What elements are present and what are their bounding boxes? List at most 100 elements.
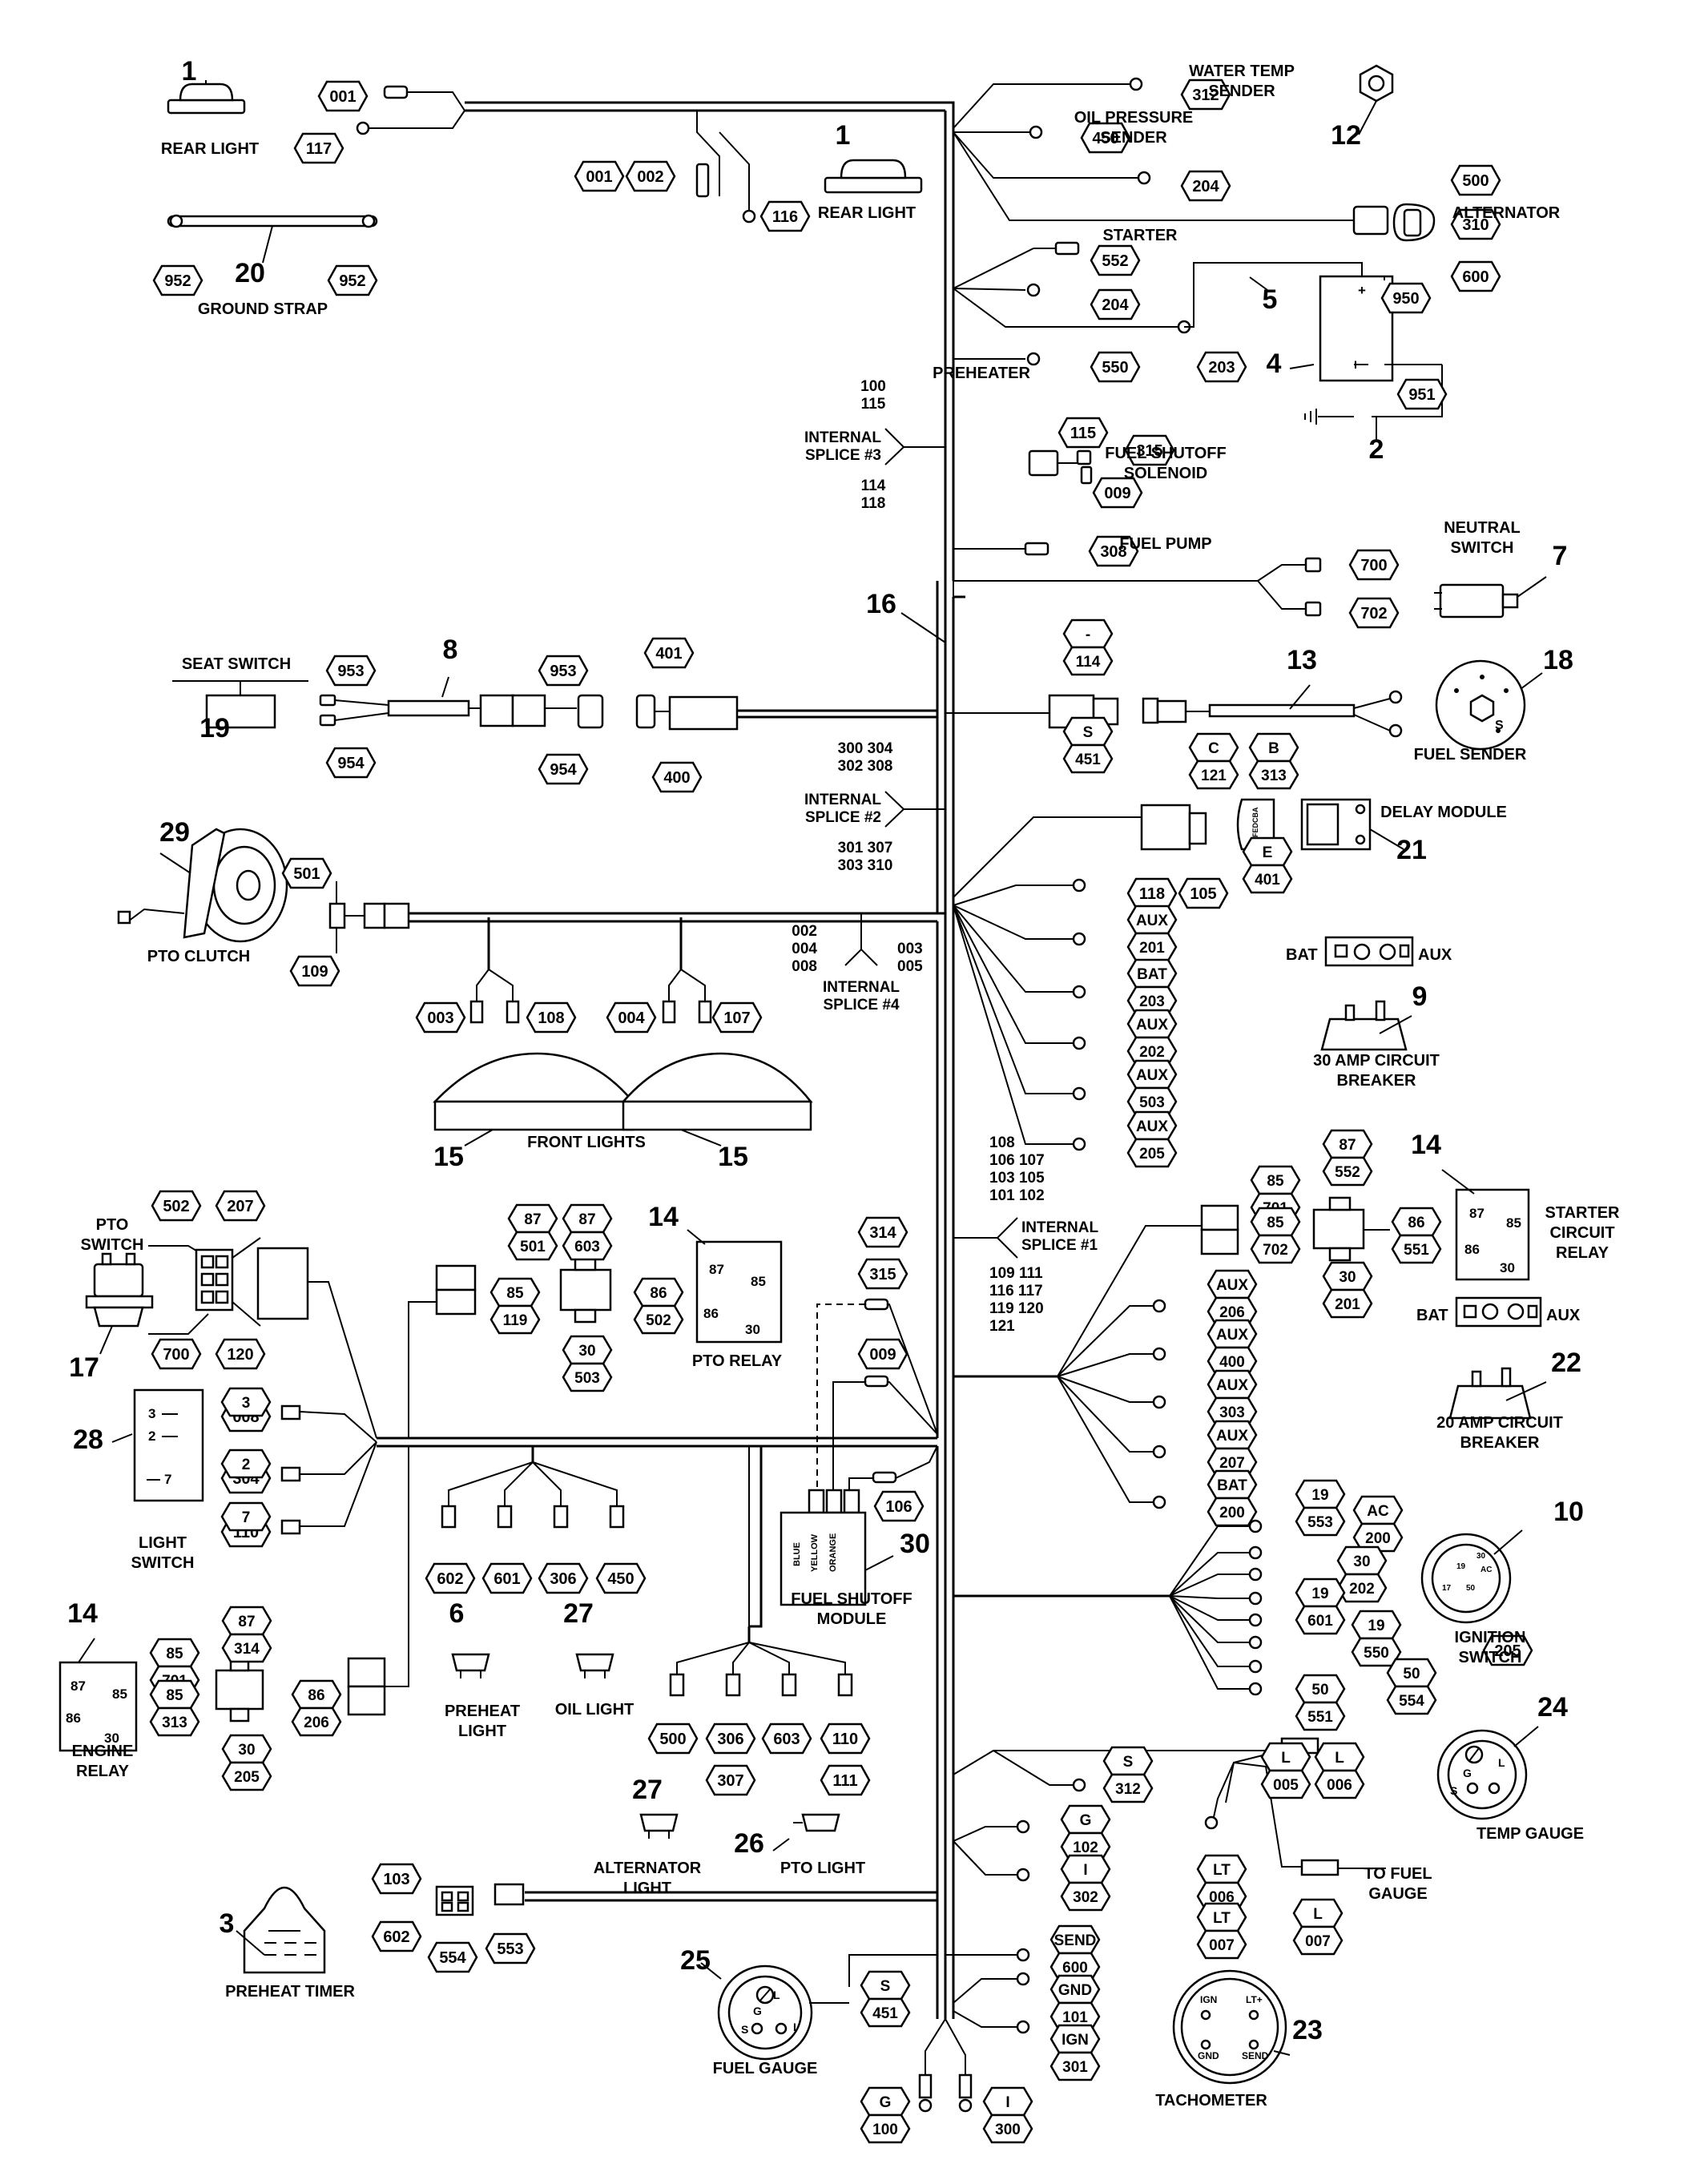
starter-relay-30: 30 — [1500, 1260, 1515, 1275]
sp4-left-0: 002 — [792, 923, 817, 940]
wire-tag: 315 — [857, 1258, 908, 1290]
wire-tag-number: 110 — [832, 1731, 858, 1748]
sp1-bottom-1: 116 117 — [989, 1283, 1043, 1300]
splice-2: 300 304 302 308 INTERNAL SPLICE #2 301 3… — [804, 740, 905, 874]
eng-relay-86: 86 — [66, 1711, 81, 1726]
pto-relay-30: 30 — [745, 1322, 760, 1337]
wire-tag: 009 — [857, 1338, 908, 1370]
wire-tag-number: 450 — [607, 1570, 634, 1588]
sp1-bottom-2: 119 120 — [989, 1300, 1044, 1317]
wire-tag-number: 600 — [1462, 268, 1489, 286]
dual-tag-wire: 401 — [1255, 872, 1280, 889]
wire-tag-outline — [1088, 535, 1139, 567]
sp1-bottom-0: 109 111 — [989, 1265, 1043, 1282]
breaker-20amp: BAT AUX — [1416, 1296, 1581, 1420]
wire-tag-outline — [1180, 170, 1231, 202]
dual-tag-wire: 301 — [1062, 2059, 1088, 2076]
sp1-title1: INTERNAL — [1021, 1219, 1098, 1236]
wire-tag-outline — [705, 1764, 756, 1796]
dual-tag-terminal: C — [1208, 740, 1219, 757]
dual-tag-terminal: AUX — [1216, 1277, 1248, 1294]
wire-tag-outline — [1450, 208, 1501, 240]
fuel-shutoff-solenoid — [1028, 449, 1093, 485]
dual-wire-tag: -114 — [1062, 619, 1114, 676]
dual-tag-terminal: I — [1083, 1862, 1087, 1879]
dual-tag-terminal: AUX — [1136, 1118, 1168, 1135]
sp4-right-1: 005 — [897, 958, 923, 975]
dual-tag-terminal: G — [1080, 1812, 1092, 1829]
c-harness-labels: 16 — [866, 589, 896, 619]
dual-tag-terminal: 87 — [1339, 1137, 1356, 1154]
dual-tag-terminal: S — [880, 1978, 891, 1995]
dual-tag-wire: 313 — [1261, 768, 1287, 784]
c-tachometer-number: 23 — [1292, 2015, 1323, 2045]
wire-tag-number: 009 — [869, 1346, 896, 1364]
wire-tag-outline — [1178, 877, 1229, 909]
dual-tag-wire: 201 — [1335, 1296, 1360, 1313]
c-alt-light-number: 27 — [632, 1775, 663, 1805]
wire-tag-number: 204 — [1192, 178, 1219, 195]
dual-tag-wire: 100 — [872, 2122, 898, 2138]
wire-tag-outline — [1482, 1634, 1533, 1666]
dual-tag-wire: 114 — [1076, 654, 1101, 671]
dual-wire-tag: 2 — [220, 1449, 272, 1479]
battery: + I — [1249, 275, 1443, 441]
wire-tag-outline — [595, 1562, 647, 1594]
c-starter-relay-number: 14 — [1411, 1130, 1441, 1160]
wire-tag-number: 306 — [550, 1570, 576, 1588]
dual-tag-terminal: E — [1263, 844, 1273, 861]
dual-tag-wire: 201 — [1139, 940, 1165, 957]
wire-tag-outline — [1090, 288, 1141, 320]
c-pto-relay-number: 14 — [648, 1202, 679, 1232]
wire-tag: 001 — [317, 80, 369, 112]
dual-tag-terminal: 30 — [1339, 1269, 1356, 1286]
aux-right-fan — [1057, 1299, 1166, 1509]
wire-tag-outline — [215, 1190, 266, 1222]
wire-tag: 553 — [485, 1932, 536, 1964]
c-seat-switch-label: SEAT SWITCH — [182, 655, 291, 673]
wire-tag-number: 450 — [1092, 130, 1118, 147]
wire-tag-outline — [152, 264, 203, 296]
sp1-top-3: 101 102 — [989, 1187, 1045, 1204]
dual-tag-wire: 202 — [1349, 1581, 1375, 1598]
wire-tag-outline — [761, 1723, 812, 1755]
c-cable5-number: 5 — [1263, 284, 1278, 315]
wire-tag-number: 502 — [163, 1198, 189, 1215]
wire-blue: BLUE — [792, 1542, 802, 1566]
fuel-sender-group: S — [945, 659, 1543, 751]
breaker30-aux: AUX — [1418, 946, 1452, 964]
wire-tag-number: 314 — [869, 1224, 896, 1242]
sp1-bottom-3: 121 — [989, 1318, 1015, 1335]
wire-tag-number: 306 — [717, 1731, 743, 1748]
wire-tag-outline — [538, 753, 589, 785]
wire-tag-number: 501 — [293, 865, 320, 883]
dual-tag-wire: 550 — [1364, 1645, 1389, 1662]
dual-tag-bottom-outline — [1062, 743, 1114, 774]
dual-tag-terminal: 2 — [242, 1457, 251, 1473]
c-harness8-labels: 8 — [443, 635, 458, 665]
wire-tag: 310 — [1450, 208, 1501, 240]
dual-tag-wire: 451 — [872, 2005, 898, 2022]
wire-orange: ORANGE — [828, 1533, 838, 1572]
temp-gauge-s: S — [1450, 1784, 1457, 1797]
c-fuel-shutoff-mod-number: 30 — [900, 1529, 930, 1559]
wire-tag-outline — [481, 1562, 533, 1594]
dual-wire-tag: 7 — [220, 1501, 272, 1532]
wire-tag-outline — [151, 1338, 202, 1370]
c-battery-labels: 4 — [1267, 349, 1282, 379]
wire-tag: 118 — [1126, 877, 1178, 909]
c-seat-switch-number: 19 — [199, 713, 230, 743]
wire-tag: 105 — [1178, 877, 1229, 909]
c-fuel-pump-label: FUEL PUMP — [1119, 535, 1211, 553]
dual-tag-terminal: 30 — [578, 1343, 595, 1360]
c-pto-clutch-number: 29 — [159, 817, 190, 848]
wire-tag: 702 — [1348, 597, 1400, 629]
